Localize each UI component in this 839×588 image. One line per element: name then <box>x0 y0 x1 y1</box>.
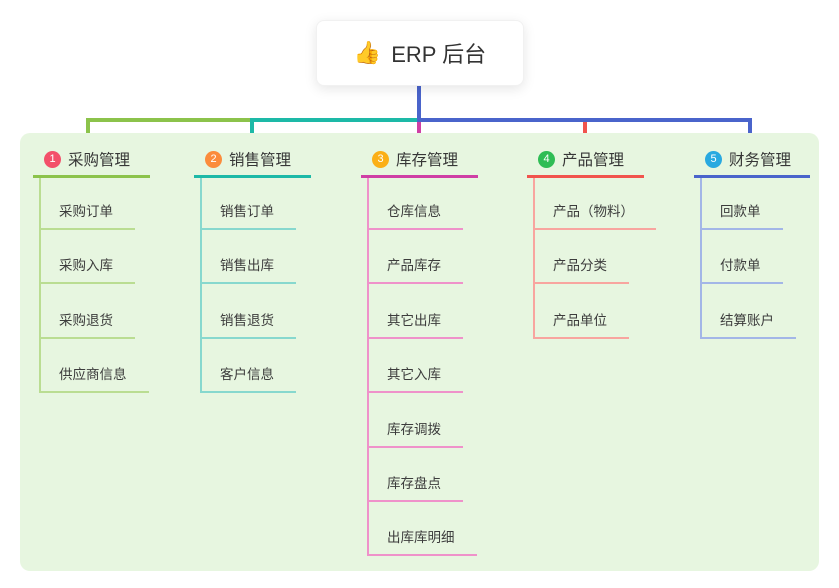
mindmap-node[interactable]: 其它出库 <box>369 309 463 339</box>
child-row: 产品（物料） <box>535 178 656 230</box>
child-row: 采购退货 <box>41 284 149 339</box>
mindmap-node[interactable]: 销售出库 <box>202 254 296 285</box>
mindmap-node[interactable]: 销售订单 <box>202 200 296 230</box>
mindmap-node[interactable]: 产品分类 <box>535 254 629 285</box>
branch-node[interactable]: 3 库存管理 <box>361 133 478 178</box>
branch-node[interactable]: 5 财务管理 <box>694 133 810 178</box>
mindmap-node[interactable]: 库存调拨 <box>369 418 463 448</box>
branch-label: 库存管理 <box>396 152 459 169</box>
child-row: 其它出库 <box>369 284 477 339</box>
branch-label: 产品管理 <box>562 152 625 169</box>
child-row: 产品单位 <box>535 284 656 339</box>
branch-column: 2 销售管理 销售订单销售出库销售退货客户信息 <box>194 133 311 394</box>
child-row: 销售订单 <box>202 178 296 230</box>
branches-panel <box>20 133 819 571</box>
branch-column: 5 财务管理 回款单付款单结算账户 <box>694 133 810 339</box>
child-row: 供应商信息 <box>41 339 149 394</box>
child-row: 库存盘点 <box>369 448 477 502</box>
branch-children: 回款单付款单结算账户 <box>700 178 796 339</box>
branch-label: 采购管理 <box>68 152 131 169</box>
child-row: 出库库明细 <box>369 502 477 557</box>
child-row: 客户信息 <box>202 339 296 394</box>
branch-node[interactable]: 1 采购管理 <box>33 133 150 178</box>
mindmap-node[interactable]: 采购订单 <box>41 200 135 230</box>
mindmap-node[interactable]: 库存盘点 <box>369 472 463 502</box>
child-row: 产品库存 <box>369 230 477 285</box>
child-row: 回款单 <box>702 178 796 230</box>
mindmap-node[interactable]: 销售退货 <box>202 309 296 339</box>
mindmap-node[interactable]: 回款单 <box>702 200 783 230</box>
child-row: 库存调拨 <box>369 393 477 448</box>
branch-children: 销售订单销售出库销售退货客户信息 <box>200 178 296 394</box>
mindmap-node[interactable]: 仓库信息 <box>369 200 463 230</box>
root-node-label: ERP 后台 <box>391 42 487 67</box>
mindmap-node[interactable]: 供应商信息 <box>41 363 149 394</box>
branch-number-badge: 3 <box>372 150 389 168</box>
branch-number-badge: 1 <box>44 150 61 168</box>
mindmap-node[interactable]: 产品（物料） <box>535 200 656 230</box>
mindmap-node[interactable]: 其它入库 <box>369 363 463 394</box>
mindmap-node[interactable]: 采购退货 <box>41 309 135 339</box>
child-row: 结算账户 <box>702 284 796 339</box>
branch-node[interactable]: 4 产品管理 <box>527 133 644 178</box>
branch-label: 销售管理 <box>229 152 292 169</box>
branch-children: 仓库信息产品库存其它出库其它入库库存调拨库存盘点出库库明细 <box>367 178 477 557</box>
thumbs-up-icon: 👍 <box>353 40 382 65</box>
mindmap-node[interactable]: 客户信息 <box>202 363 296 394</box>
mindmap-node[interactable]: 采购入库 <box>41 254 135 285</box>
child-row: 销售退货 <box>202 284 296 339</box>
mindmap-node[interactable]: 出库库明细 <box>369 526 477 557</box>
child-row: 付款单 <box>702 230 796 285</box>
branch-children: 采购订单采购入库采购退货供应商信息 <box>39 178 149 394</box>
branch-column: 4 产品管理 产品（物料） 产品分类产品单位 <box>527 133 656 339</box>
mindmap-node[interactable]: 产品库存 <box>369 254 463 285</box>
child-row: 其它入库 <box>369 339 477 394</box>
branch-label: 财务管理 <box>729 152 792 169</box>
mindmap-node[interactable]: 结算账户 <box>702 309 796 339</box>
branch-number-badge: 2 <box>205 150 222 168</box>
child-row: 采购订单 <box>41 178 149 230</box>
branch-number-badge: 5 <box>705 150 722 168</box>
child-row: 仓库信息 <box>369 178 477 230</box>
child-row: 产品分类 <box>535 230 656 285</box>
branch-column: 1 采购管理 采购订单采购入库采购退货供应商信息 <box>33 133 150 394</box>
branch-number-badge: 4 <box>538 150 555 168</box>
child-row: 销售出库 <box>202 230 296 285</box>
branch-column: 3 库存管理 仓库信息产品库存其它出库其它入库库存调拨库存盘点出库库明细 <box>361 133 478 557</box>
child-row: 采购入库 <box>41 230 149 285</box>
branch-node[interactable]: 2 销售管理 <box>194 133 311 178</box>
root-node[interactable]: 👍 ERP 后台 <box>316 20 524 86</box>
branch-children: 产品（物料） 产品分类产品单位 <box>533 178 656 339</box>
mindmap-node[interactable]: 付款单 <box>702 254 783 285</box>
mindmap-node[interactable]: 产品单位 <box>535 309 629 339</box>
